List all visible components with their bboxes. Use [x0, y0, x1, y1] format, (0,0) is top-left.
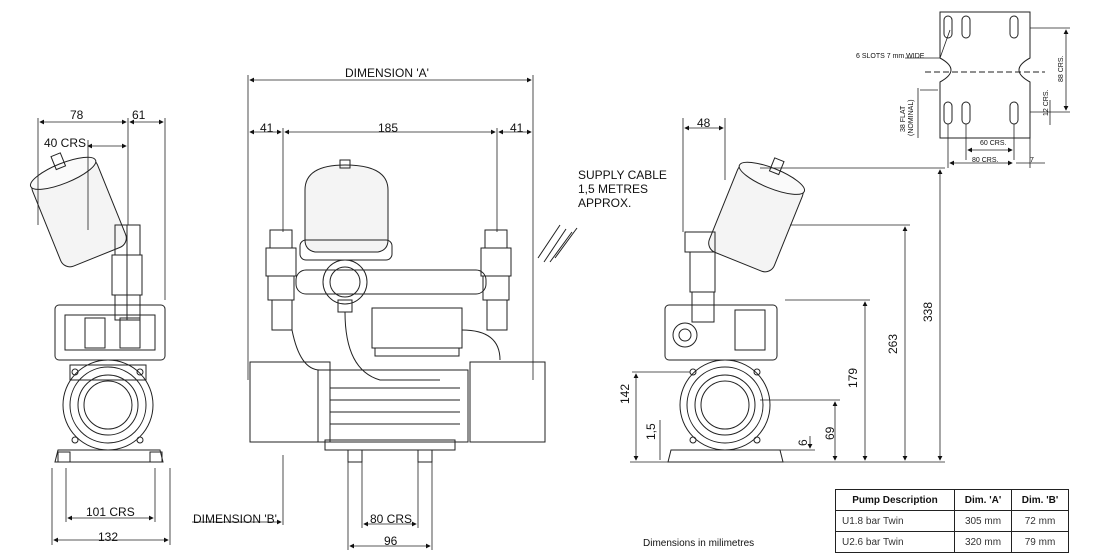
dim-61: 61 [132, 108, 146, 122]
dim-38-flat: 38 FLAT [900, 105, 907, 132]
dim-b-value: 72 mm [1011, 510, 1069, 532]
dimension-b-label: DIMENSION 'B' [193, 512, 277, 526]
dim-179: 179 [846, 367, 860, 388]
header-pump-description: Pump Description [835, 489, 955, 511]
dim-96: 96 [384, 534, 398, 548]
dim-80-crs-plan: 80 CRS. [972, 157, 999, 164]
dim-338: 338 [921, 301, 935, 322]
header-dim-b: Dim. 'B' [1011, 489, 1069, 511]
plan-view [925, 11, 1045, 139]
dim-48: 48 [697, 116, 711, 130]
dimension-a-label: DIMENSION 'A' [345, 66, 429, 80]
pump-spec-table: Pump Description Dim. 'A' Dim. 'B' U1.8 … [835, 489, 1069, 553]
dim-263: 263 [886, 333, 900, 354]
dim-b-value: 79 mm [1011, 531, 1069, 553]
dim-1-5: 1,5 [644, 423, 658, 440]
dim-40-crs: 40 CRS [44, 136, 87, 150]
dim-41-right: 41 [510, 121, 524, 135]
table-row: U1.8 bar Twin 305 mm 72 mm [835, 510, 1069, 532]
dim-a-value: 305 mm [954, 510, 1012, 532]
dim-80-crs: 80 CRS [370, 512, 413, 526]
dim-88-crs: 88 CRS. [1058, 55, 1065, 82]
supply-cable-line2: 1,5 METRES [578, 182, 649, 196]
dim-101-crs: 101 CRS [86, 505, 135, 519]
right-side-view [664, 157, 806, 463]
supply-cable-line3: APPROX. [578, 196, 632, 210]
table-header-row: Pump Description Dim. 'A' Dim. 'B' [835, 489, 1069, 511]
dim-60-crs: 60 CRS. [980, 140, 1007, 147]
header-dim-a: Dim. 'A' [954, 489, 1012, 511]
units-note: Dimensions in milimetres [643, 538, 755, 549]
table-row: U2.6 bar Twin 320 mm 79 mm [835, 531, 1069, 553]
dim-a-value: 320 mm [954, 531, 1012, 553]
dim-6: 6 [796, 439, 810, 446]
pump-description: U2.6 bar Twin [835, 531, 955, 553]
dim-132: 132 [98, 530, 119, 544]
dimension-lines [37, 27, 1070, 550]
dim-69: 69 [823, 426, 837, 440]
slots-label: 6 SLOTS 7 mm WIDE [856, 53, 925, 60]
dim-38-nominal: (NOMINAL) [908, 99, 915, 136]
dim-7: 7 [1030, 157, 1034, 164]
left-side-view [29, 152, 166, 463]
dim-185: 185 [378, 121, 399, 135]
dim-41-left: 41 [260, 121, 274, 135]
dim-142: 142 [618, 383, 632, 404]
pump-description: U1.8 bar Twin [835, 510, 955, 532]
dim-12-crs: 12 CRS. [1043, 89, 1050, 116]
front-view [249, 159, 578, 463]
supply-cable-line1: SUPPLY CABLE [578, 168, 667, 182]
dim-78: 78 [70, 108, 84, 122]
